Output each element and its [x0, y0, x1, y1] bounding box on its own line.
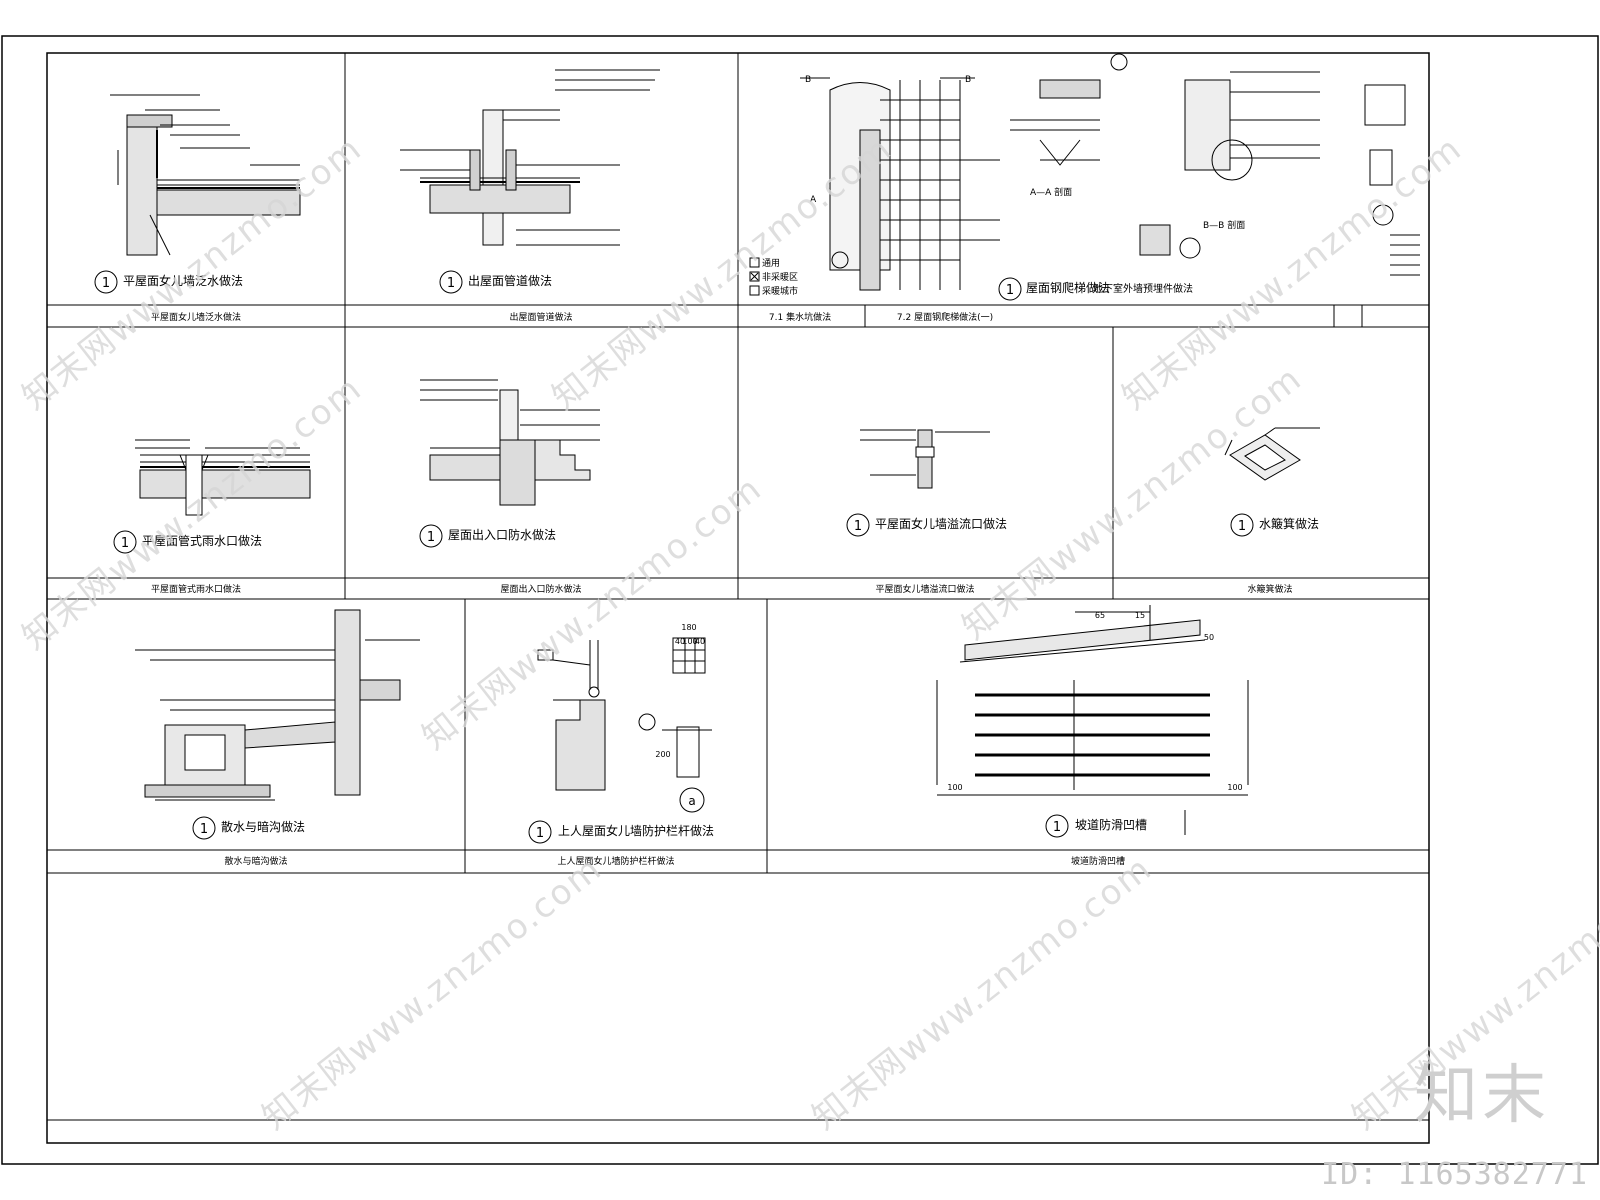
detail-parapet-flashing: [110, 94, 301, 256]
detail-apron-trench: [135, 609, 420, 801]
detail-title-1: 平屋面女儿墙泛水做法: [123, 273, 243, 288]
dim-label: 50: [1204, 633, 1214, 642]
dim-label: 40: [675, 637, 685, 646]
detail-title-8: 散水与暗沟做法: [221, 819, 305, 834]
legend-item: 非采暖区: [762, 271, 798, 283]
detail-title-7: 水簸箕做法: [1259, 516, 1319, 531]
image-id: ID: 1165382771: [1321, 1157, 1588, 1192]
detail-number: 1: [200, 822, 208, 837]
detail-title-5: 屋面出入口防水做法: [448, 527, 556, 542]
detail-number: 1: [1006, 283, 1014, 298]
caption-r1c1: 平屋面女儿墙泛水做法: [151, 311, 241, 323]
section-mark-b: B: [965, 75, 971, 85]
caption-r1c3a: 7.1 集水坑做法: [769, 311, 831, 323]
caption-r2c3: 平屋面女儿墙溢流口做法: [875, 583, 974, 595]
detail-title-6: 平屋面女儿墙溢流口做法: [875, 516, 1007, 531]
detail-number: 1: [121, 536, 129, 551]
caption-r3c3: 坡道防滑凹槽: [1071, 855, 1125, 867]
detail-title-9: 上人屋面女儿墙防护栏杆做法: [558, 823, 714, 838]
detail-overflow-outlet: [860, 429, 990, 489]
dim-label: 100: [1227, 783, 1242, 792]
detail-roof-pipe: [400, 69, 660, 246]
detail-title-3: 屋面钢爬梯做法: [1026, 280, 1110, 295]
detail-number: 1: [1238, 519, 1246, 534]
grid-lines: [47, 53, 1429, 874]
detail-rain-outlet: [135, 439, 311, 516]
detail-roof-ladder: [749, 53, 1420, 296]
detail-title-3b: 地下室外墙预埋件做法: [1093, 282, 1193, 295]
detail-title-4: 平屋面管式雨水口做法: [142, 533, 262, 548]
detail-number: 1: [854, 519, 862, 534]
caption-r2c2: 屋面出入口防水做法: [500, 583, 581, 595]
detail-title-10: 坡道防滑凹槽: [1075, 817, 1147, 832]
detail-a-mark: a: [688, 794, 695, 808]
caption-r3c1: 散水与暗沟做法: [224, 855, 287, 867]
caption-r2c4: 水簸箕做法: [1247, 583, 1292, 595]
detail-ramp-grooves: [936, 605, 1249, 835]
section-bb: B—B 剖面: [1203, 219, 1245, 231]
detail-water-dustpan: [1224, 427, 1320, 481]
legend-item: 通用: [762, 258, 780, 269]
detail-roof-access: [420, 379, 600, 506]
detail-number: 1: [447, 276, 455, 291]
dim-label: 200: [655, 750, 670, 759]
dim-label: 15: [1135, 611, 1145, 620]
detail-number: 1: [1053, 820, 1061, 835]
caption-r1c2: 出屋面管道做法: [509, 311, 572, 323]
dim-label: 65: [1095, 611, 1105, 620]
dim-label: 100: [947, 783, 962, 792]
brand-logo: 知末: [1414, 1059, 1550, 1133]
detail-number: 1: [427, 530, 435, 545]
caption-r1c3b: 7.2 屋面钢爬梯做法(一): [897, 311, 993, 323]
detail-number: 1: [536, 826, 544, 841]
detail-parapet-railing: [537, 637, 712, 813]
dim-label: 180: [681, 623, 696, 632]
detail-title-2: 出屋面管道做法: [468, 273, 552, 288]
dim-label: 40: [695, 637, 705, 646]
outer-frame: [1, 35, 1599, 1165]
section-mark-b: B: [805, 75, 811, 85]
section-mark-a: A: [810, 195, 817, 205]
legend-item: 采暖城市: [762, 285, 798, 297]
detail-number: 1: [102, 276, 110, 291]
dim-label: 100: [682, 637, 697, 646]
section-aa: A—A 剖面: [1030, 186, 1072, 198]
detail-number-circle: [94, 270, 118, 294]
caption-r2c1: 平屋面管式雨水口做法: [151, 583, 241, 595]
caption-r3c2: 上人屋面女儿墙防护栏杆做法: [557, 855, 674, 867]
